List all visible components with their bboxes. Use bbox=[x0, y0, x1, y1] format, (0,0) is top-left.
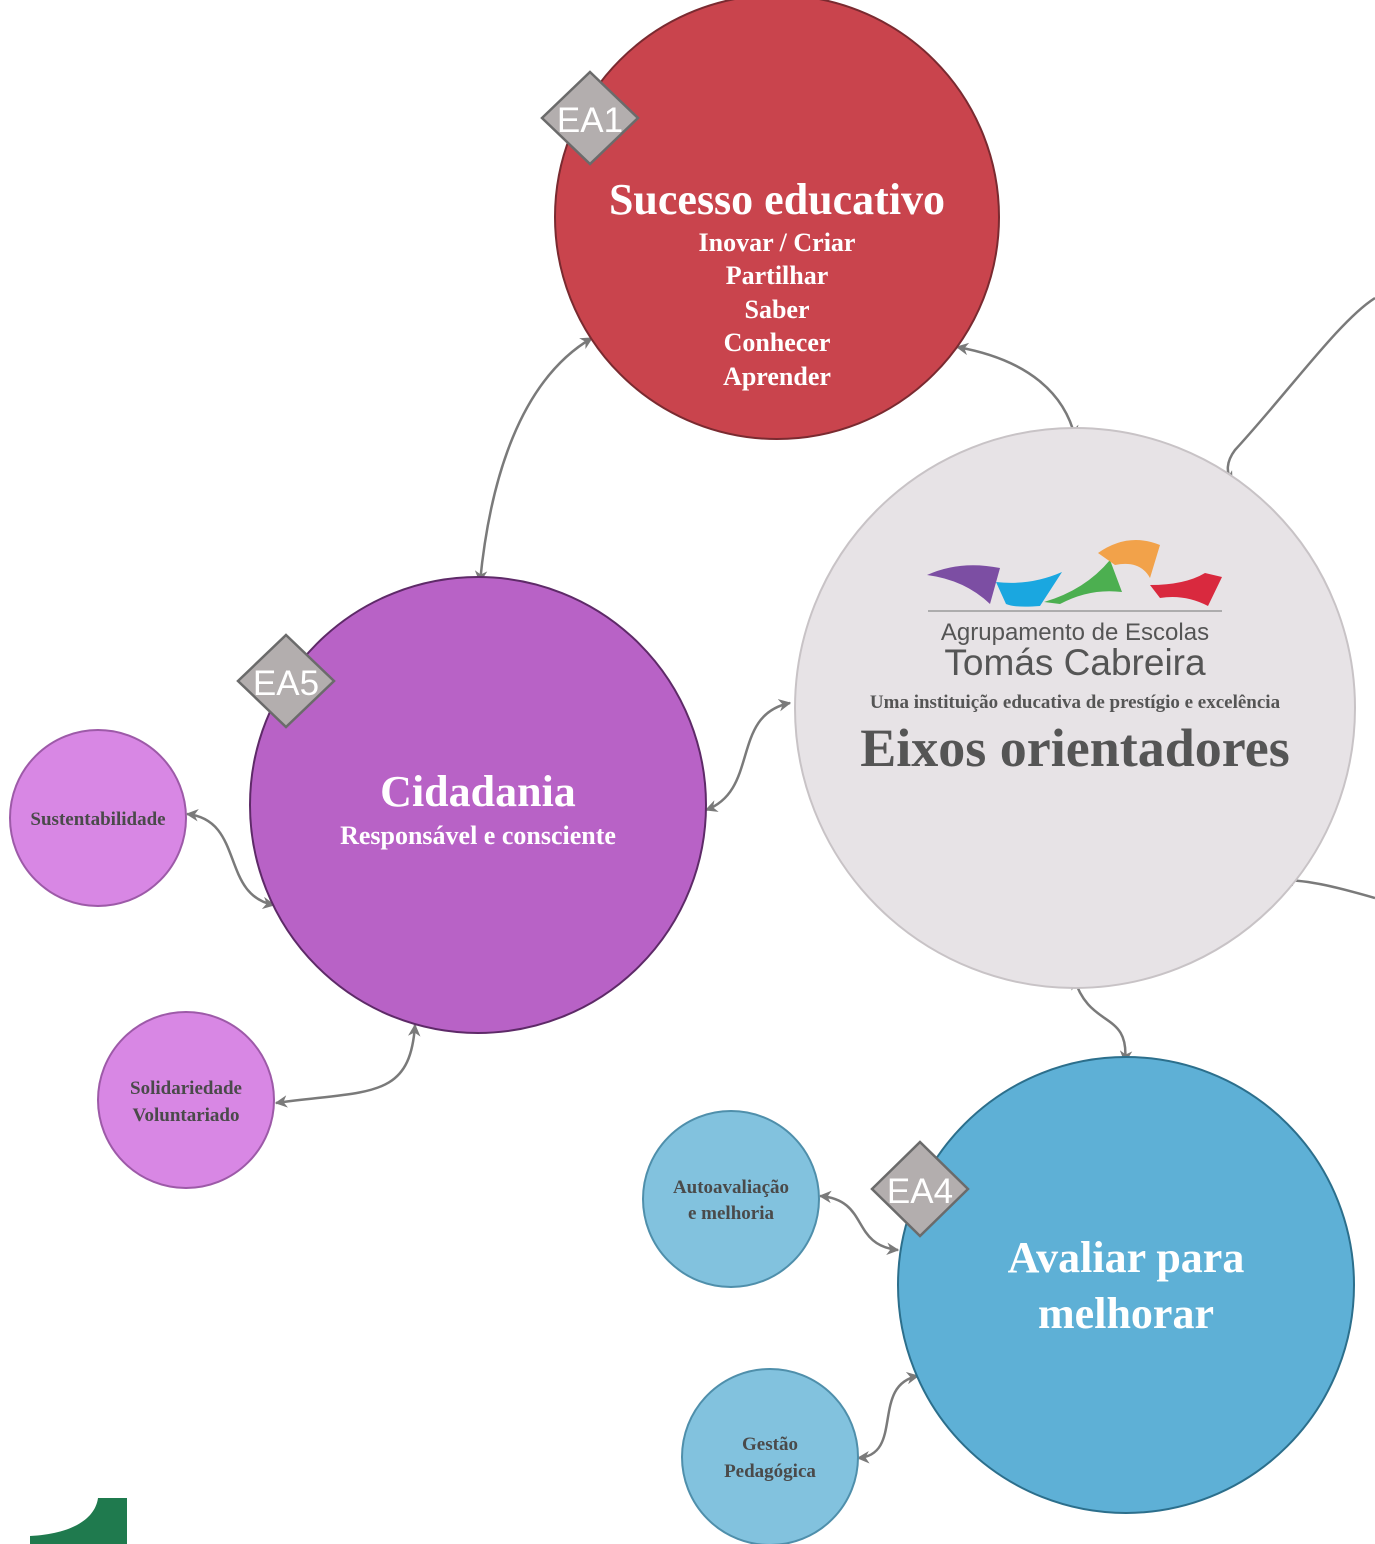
school-name-line2: Tomás Cabreira bbox=[944, 642, 1206, 683]
sucesso-line-2: Partilhar bbox=[726, 261, 829, 290]
node-cidadania: EA5 Cidadania Responsável e consciente bbox=[236, 576, 707, 1034]
badge-ea4: EA4 bbox=[870, 1140, 970, 1238]
sucesso-line-3: Saber bbox=[745, 295, 810, 324]
logo-ribbon-green bbox=[1044, 560, 1122, 604]
badge-diamond bbox=[870, 1140, 970, 1238]
satellite-autoavaliacao: Autoavaliação e melhoria bbox=[642, 1110, 820, 1288]
gestao-line-1: Gestão bbox=[742, 1434, 798, 1455]
badge-label: EA4 bbox=[887, 1172, 953, 1211]
badge-label: EA5 bbox=[253, 664, 319, 703]
badge-diamond bbox=[236, 633, 336, 729]
connector-hub-avaliar bbox=[1071, 976, 1133, 1064]
connector-sucesso-hub bbox=[955, 342, 1079, 439]
satellite-solidariedade: Solidariedade Voluntariado bbox=[97, 1011, 275, 1189]
sustentabilidade-circle bbox=[9, 729, 187, 907]
connectors bbox=[185, 296, 1375, 1464]
sucesso-circle bbox=[554, 0, 1000, 440]
connector-autoavaliacao-avaliar bbox=[818, 1190, 900, 1256]
cidadania-subtitle: Responsável e consciente bbox=[340, 821, 616, 850]
avaliar-title-line-2: melhorar bbox=[1038, 1289, 1214, 1338]
satellite-gestao: Gestão Pedagógica bbox=[681, 1368, 859, 1544]
sucesso-line-4: Conhecer bbox=[724, 328, 831, 357]
hub-tagline: Uma instituição educativa de prestígio e… bbox=[870, 692, 1281, 713]
sucesso-line-5: Aprender bbox=[723, 362, 831, 391]
logo-ribbon-purple bbox=[927, 565, 1000, 604]
hub-title: Eixos orientadores bbox=[860, 718, 1290, 778]
badge-label: EA1 bbox=[557, 101, 623, 140]
logo-ribbon-blue bbox=[996, 572, 1062, 607]
avaliar-title-line-1: Avaliar para bbox=[1008, 1233, 1245, 1282]
sucesso-line-1: Inovar / Criar bbox=[699, 228, 856, 257]
satellite-sustentabilidade: Sustentabilidade bbox=[9, 729, 187, 907]
hub-node: Agrupamento de Escolas Tomás Cabreira Um… bbox=[794, 427, 1356, 989]
connector-solidariedade-cidadania bbox=[274, 1023, 421, 1108]
solidariedade-line-1: Solidariedade bbox=[130, 1078, 242, 1099]
connector-offscreen-hub-top bbox=[1221, 296, 1375, 485]
school-logo-icon bbox=[927, 540, 1222, 612]
sucesso-title: Sucesso educativo bbox=[609, 175, 945, 224]
node-sucesso-educativo: EA1 Sucesso educativo Inovar / Criar Par… bbox=[540, 0, 1000, 440]
badge-ea5: EA5 bbox=[236, 633, 336, 729]
solidariedade-line-2: Voluntariado bbox=[133, 1105, 240, 1126]
autoavaliacao-line-2: e melhoria bbox=[688, 1203, 775, 1224]
connector-cidadania-hub bbox=[704, 699, 792, 812]
badge-ea1: EA1 bbox=[540, 70, 640, 166]
hub-circle bbox=[794, 427, 1356, 989]
corner-green-shape bbox=[30, 1498, 127, 1544]
school-name-line1: Agrupamento de Escolas bbox=[941, 619, 1209, 646]
connector-gestao-avaliar bbox=[856, 1371, 920, 1464]
solidariedade-circle bbox=[97, 1011, 275, 1189]
logo-ribbon-orange bbox=[1098, 540, 1160, 578]
connector-sucesso-cidadania bbox=[474, 336, 594, 584]
cidadania-title: Cidadania bbox=[380, 767, 576, 816]
gestao-circle bbox=[681, 1368, 859, 1544]
badge-diamond bbox=[540, 70, 640, 166]
connector-sustentabilidade-cidadania bbox=[185, 808, 276, 910]
autoavaliacao-circle bbox=[642, 1110, 820, 1288]
node-avaliar: EA4 Avaliar para melhorar bbox=[870, 1056, 1355, 1514]
logo-ribbon-red bbox=[1150, 573, 1222, 606]
gestao-line-2: Pedagógica bbox=[724, 1461, 816, 1482]
cidadania-circle bbox=[249, 576, 707, 1034]
autoavaliacao-line-1: Autoavaliação bbox=[673, 1177, 789, 1198]
avaliar-circle bbox=[897, 1056, 1355, 1514]
connector-offscreen-hub-right bbox=[1280, 873, 1375, 900]
sustentabilidade-label: Sustentabilidade bbox=[30, 809, 165, 830]
